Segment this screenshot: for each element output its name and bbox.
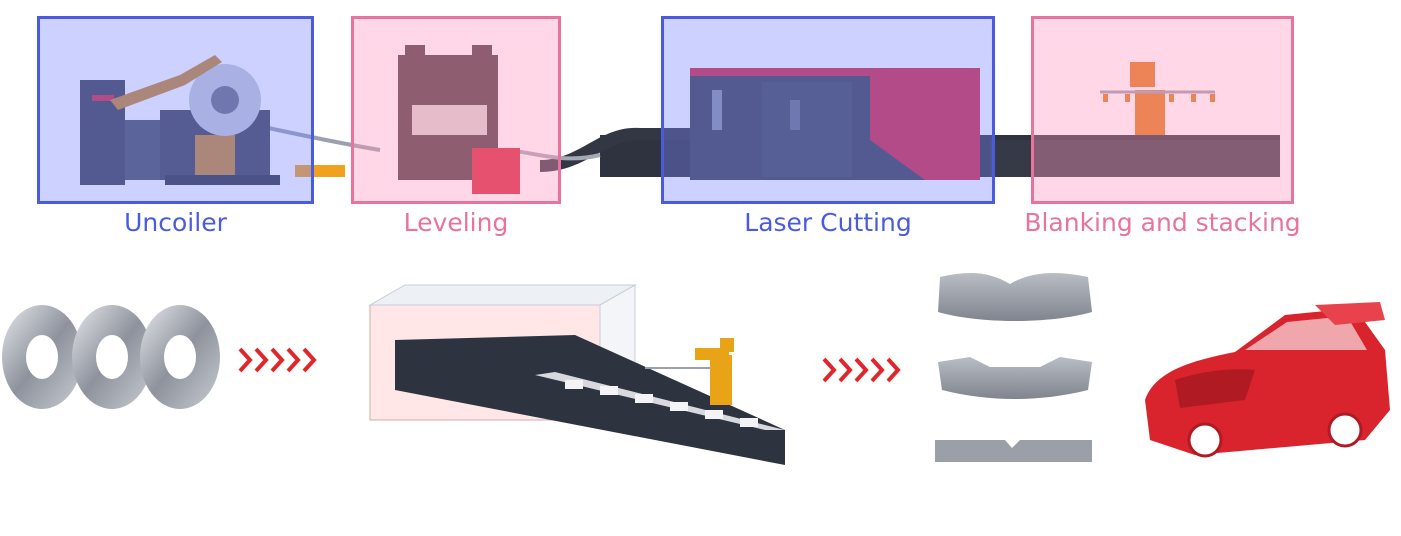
laser-cutting-machine-icon bbox=[690, 68, 980, 180]
uncoiler-machine-icon bbox=[80, 55, 280, 185]
metal-blank-icon bbox=[935, 272, 1092, 462]
production-line-illustration bbox=[80, 45, 1280, 194]
laser-cutter-icon bbox=[368, 284, 785, 465]
stage-box-leveling bbox=[351, 16, 561, 204]
stage-label-leveling: Leveling bbox=[403, 208, 509, 237]
car-body-icon bbox=[1145, 302, 1390, 458]
stage-label-uncoiler: Uncoiler bbox=[124, 208, 227, 237]
flow-arrows-icon bbox=[238, 347, 317, 373]
stage-box-uncoiler bbox=[37, 16, 314, 204]
stage-label-laser-cutting: Laser Cutting bbox=[744, 208, 912, 237]
stage-box-blanking-stacking bbox=[1031, 16, 1294, 204]
blanking-robot-icon bbox=[1100, 62, 1215, 135]
stage-label-blanking-stacking: Blanking and stacking bbox=[1024, 208, 1301, 237]
stage-box-laser-cutting bbox=[661, 16, 995, 204]
steel-coil-icon bbox=[2, 305, 220, 409]
flow-arrows-icon bbox=[822, 357, 901, 383]
leveling-machine-icon bbox=[398, 45, 520, 194]
